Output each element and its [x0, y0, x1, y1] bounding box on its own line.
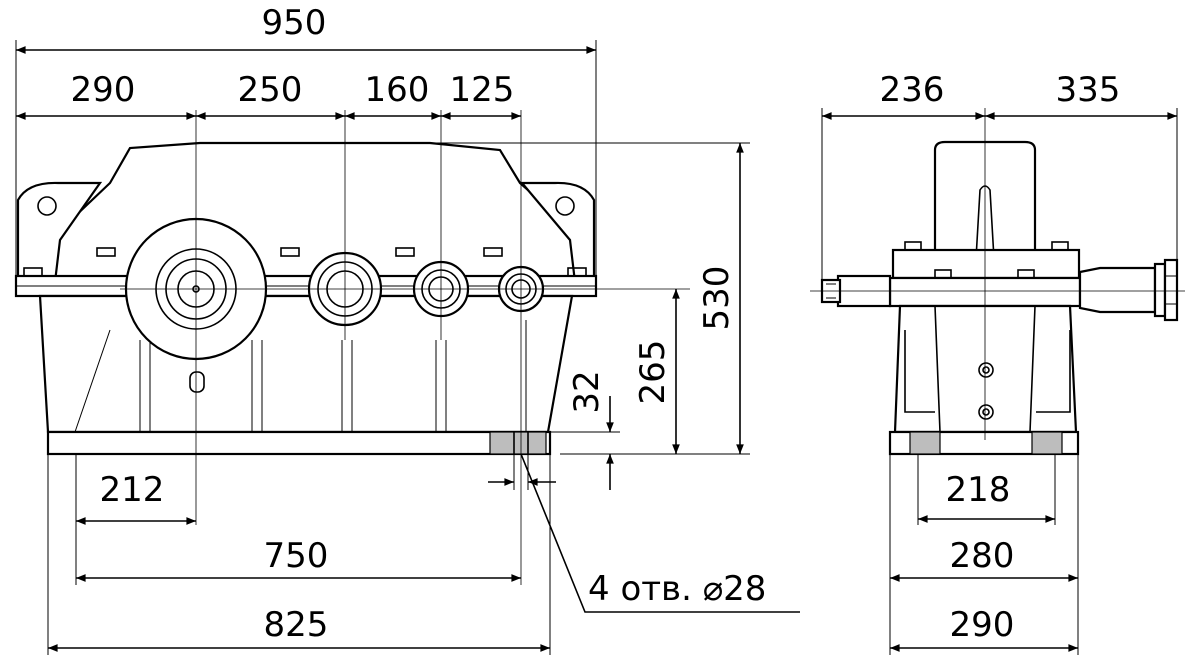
front-base-section	[489, 431, 547, 455]
side-right-shaft	[1078, 258, 1179, 322]
dim-seg-4: 125	[450, 70, 515, 110]
dim-seg-3: 160	[365, 70, 430, 110]
dim-hole-spacing: 750	[264, 536, 329, 576]
front-center-lines	[120, 110, 690, 585]
dim-hole-offset: 212	[100, 470, 165, 510]
dim-right-shaft: 335	[1056, 70, 1121, 110]
front-ribs	[74, 320, 527, 433]
front-top-dimensions	[16, 46, 597, 120]
front-bottom-dimensions	[47, 478, 556, 652]
dim-overall-length: 950	[262, 3, 327, 43]
front-view: 950 290 250 160 125 530 265 32 212 750 8…	[14, 3, 800, 655]
dim-base-length: 825	[264, 605, 329, 645]
side-view: 236 335 218 280 290	[810, 70, 1185, 655]
hole-note: 4 отв. ⌀28	[588, 569, 766, 609]
side-dimensions	[821, 112, 1177, 652]
front-housing-bottom	[38, 294, 574, 434]
dim-base-thickness: 32	[567, 370, 607, 413]
dim-shaft-height: 265	[633, 340, 673, 405]
front-right-lug	[519, 181, 596, 284]
dim-seg-1: 290	[71, 70, 136, 110]
hole-note-leader	[520, 453, 800, 613]
dim-base-width: 290	[950, 605, 1015, 645]
side-base-section-left	[909, 431, 941, 455]
side-flange-upper	[891, 248, 1081, 280]
side-base-section-right	[1031, 431, 1063, 455]
dim-left-shaft: 236	[880, 70, 945, 110]
side-housing-bottom	[893, 304, 1078, 434]
front-base	[46, 430, 552, 456]
front-flange-bolts	[23, 247, 587, 277]
front-left-lug-hole	[37, 196, 57, 216]
dim-seg-2: 250	[238, 70, 303, 110]
dim-side-hole-spacing: 218	[946, 470, 1011, 510]
oil-level-indicator	[189, 371, 205, 393]
dim-height-total: 530	[697, 266, 737, 331]
front-vertical-dimensions	[606, 143, 744, 490]
front-right-lug-hole	[555, 196, 575, 216]
dim-base-inner: 280	[950, 536, 1015, 576]
